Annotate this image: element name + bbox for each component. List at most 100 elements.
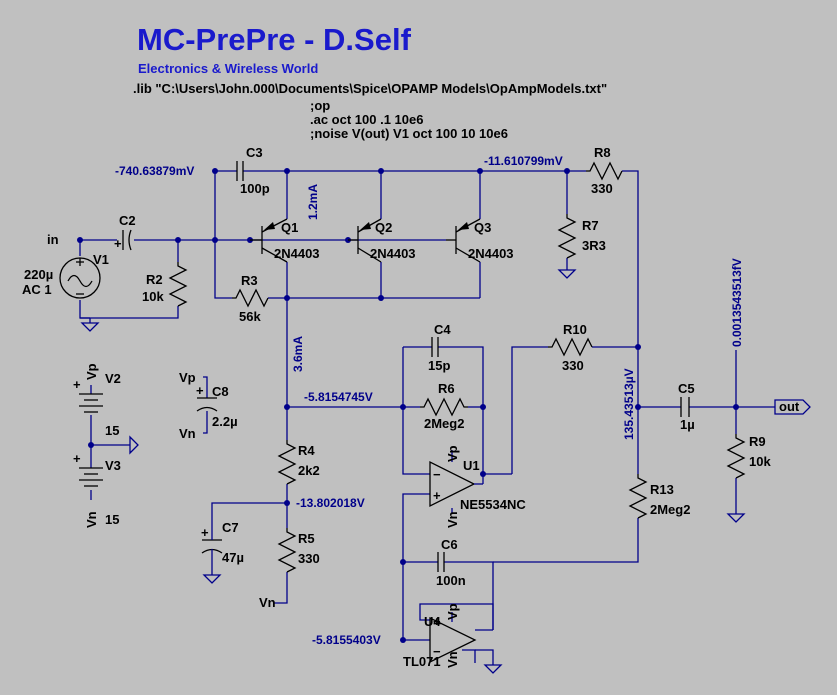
r10-value: 330 <box>562 358 584 373</box>
r2-resistor-symbol[interactable] <box>168 262 188 307</box>
c5-capacitor-symbol[interactable] <box>680 397 690 417</box>
r2-name: R2 <box>146 272 163 287</box>
op-value-u1-output: 135.43513µV <box>622 368 636 440</box>
r2-value: 10k <box>142 289 164 304</box>
c2-capacitor-symbol[interactable]: + <box>114 229 132 251</box>
svg-text:+: + <box>433 488 441 503</box>
r8-resistor-symbol[interactable] <box>586 161 623 181</box>
svg-text:+: + <box>73 377 81 392</box>
r13-value: 2Meg2 <box>650 502 690 517</box>
net-label-vn: Vn <box>179 426 196 441</box>
op-value-u4-output: -5.8155403V <box>312 633 381 647</box>
svg-text:+: + <box>114 236 122 251</box>
directive-op: ;op <box>310 98 330 113</box>
c8-capacitor-symbol[interactable]: + <box>196 383 218 412</box>
c3-capacitor-symbol[interactable] <box>236 161 244 181</box>
schematic-subtitle: Electronics & Wireless World <box>138 61 318 76</box>
r5-name: R5 <box>298 531 315 546</box>
op-value-q1-current: 1.2mA <box>306 184 320 220</box>
r4-name: R4 <box>298 443 315 458</box>
q1-model: 2N4403 <box>274 246 320 261</box>
c6-name: C6 <box>441 537 458 552</box>
net-label-vn: Vn <box>445 511 460 528</box>
r13-resistor-symbol[interactable] <box>628 474 648 519</box>
net-label-vp: Vp <box>445 445 460 462</box>
c7-capacitor-symbol[interactable]: + <box>201 525 223 584</box>
svg-text:+: + <box>196 383 204 398</box>
r13-name: R13 <box>650 482 674 497</box>
r10-resistor-symbol[interactable] <box>548 337 593 357</box>
r9-value: 10k <box>749 454 771 469</box>
r8-value: 330 <box>591 181 613 196</box>
q2-transistor-symbol[interactable] <box>348 218 382 263</box>
u4-model: TL071 <box>403 654 441 669</box>
op-value-r3-current: 3.6mA <box>291 336 305 372</box>
v2-name: V2 <box>105 371 121 386</box>
c2-name: C2 <box>119 213 136 228</box>
net-label-vn: Vn <box>259 595 276 610</box>
r6-name: R6 <box>438 381 455 396</box>
net-label-vn: Vn <box>445 651 460 668</box>
c5-name: C5 <box>678 381 695 396</box>
q3-name: Q3 <box>474 220 491 235</box>
svg-text:+: + <box>201 525 209 540</box>
op-value-top-left: -740.63879mV <box>115 164 194 178</box>
c8-name: C8 <box>212 384 229 399</box>
r4-resistor-symbol[interactable] <box>277 440 297 485</box>
q3-transistor-symbol[interactable] <box>446 218 481 263</box>
q3-model: 2N4403 <box>468 246 514 261</box>
r9-resistor-symbol[interactable] <box>726 434 746 523</box>
u1-opamp-symbol[interactable]: − + <box>429 460 484 508</box>
net-label-vp: Vp <box>179 370 196 385</box>
c6-capacitor-symbol[interactable] <box>437 552 445 572</box>
v1-source-symbol[interactable] <box>59 257 101 299</box>
q1-transistor-symbol[interactable] <box>250 218 288 263</box>
r10-name: R10 <box>563 322 587 337</box>
directive-lib: .lib "C:\Users\John.000\Documents\Spice\… <box>133 81 607 96</box>
r9-name: R9 <box>749 434 766 449</box>
r3-value: 56k <box>239 309 261 324</box>
svg-text:−: − <box>433 644 441 659</box>
r7-value: 3R3 <box>582 238 606 253</box>
ground-symbol <box>129 435 139 455</box>
r6-value: 2Meg2 <box>424 416 464 431</box>
r6-resistor-symbol[interactable] <box>420 397 468 417</box>
r5-value: 330 <box>298 551 320 566</box>
r8-name: R8 <box>594 145 611 160</box>
op-value-top-right: -11.610799mV <box>484 154 563 168</box>
c3-name: C3 <box>246 145 263 160</box>
r5-resistor-symbol[interactable] <box>277 528 297 573</box>
v1-name: V1 <box>93 252 109 267</box>
net-label-vn: Vn <box>84 511 99 528</box>
r7-resistor-symbol[interactable] <box>557 214 577 279</box>
c5-value: 1µ <box>680 417 695 432</box>
op-value-u1-input: -5.8154745V <box>304 390 373 404</box>
q2-name: Q2 <box>375 220 392 235</box>
r4-value: 2k2 <box>298 463 320 478</box>
u4-opamp-symbol[interactable]: + − <box>429 614 503 674</box>
r3-resistor-symbol[interactable] <box>232 288 269 308</box>
q2-model: 2N4403 <box>370 246 416 261</box>
c4-value: 15p <box>428 358 450 373</box>
c7-value: 47µ <box>222 550 244 565</box>
v1-value: AC 1 <box>22 282 52 297</box>
net-label-vp: Vp <box>445 603 460 620</box>
c4-capacitor-symbol[interactable] <box>431 337 439 357</box>
c4-name: C4 <box>434 322 451 337</box>
op-value-r4-r5-node: -13.802018V <box>296 496 365 510</box>
c6-value: 100n <box>436 573 466 588</box>
svg-text:+: + <box>433 614 441 629</box>
op-value-out: 0.0013543513fV <box>730 258 744 347</box>
r3-name: R3 <box>241 273 258 288</box>
net-label-vp: Vp <box>84 363 99 380</box>
q1-name: Q1 <box>281 220 298 235</box>
directive-ac: .ac oct 100 .1 10e6 <box>310 112 423 127</box>
junction-dots <box>77 168 739 643</box>
v2-source-symbol[interactable]: + <box>73 377 103 413</box>
v3-source-symbol[interactable]: + <box>73 451 103 487</box>
schematic-title: MC-PrePre - D.Self <box>137 22 412 57</box>
v3-name: V3 <box>105 458 121 473</box>
v2-value: 15 <box>105 423 119 438</box>
u1-name: U1 <box>463 458 480 473</box>
